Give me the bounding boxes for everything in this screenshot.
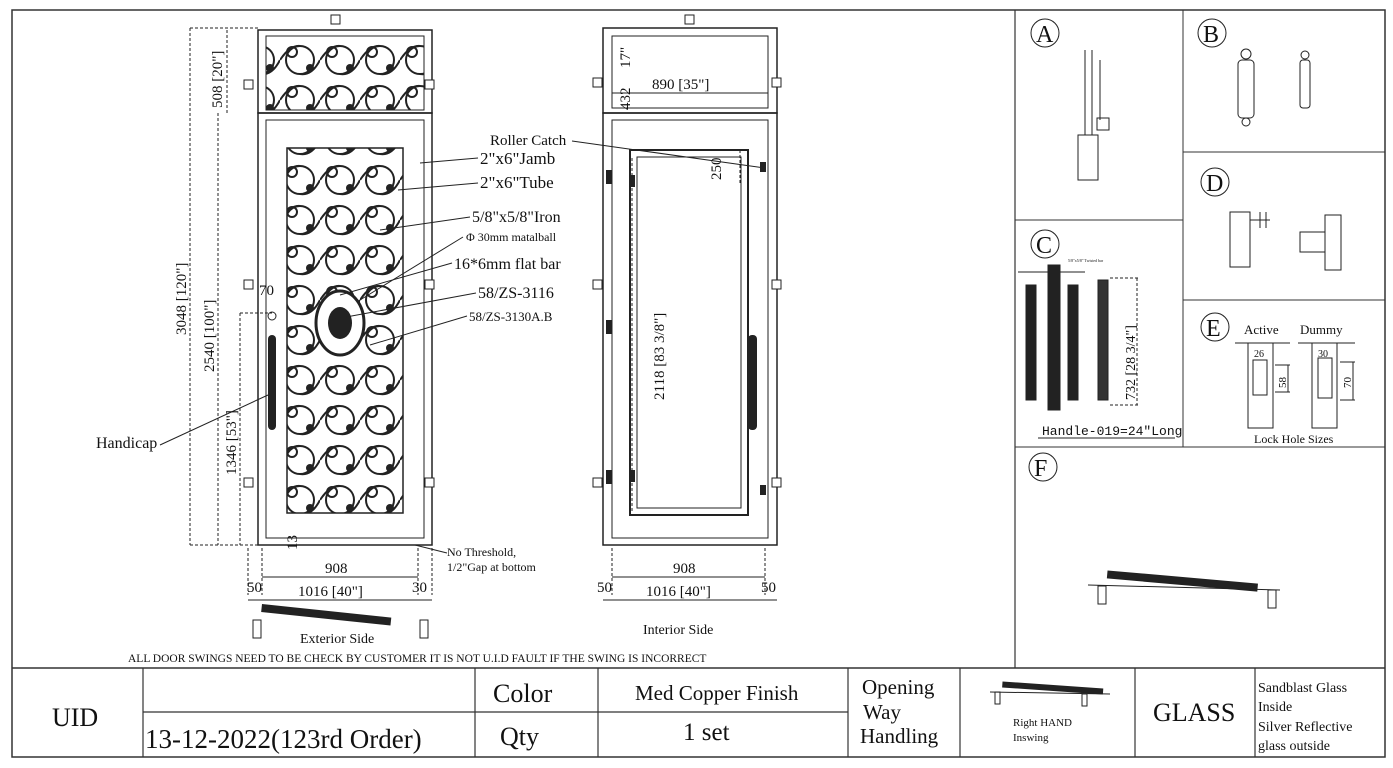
detail-b-label: B (1203, 22, 1219, 48)
detail-c-handle (1018, 264, 1175, 439)
color-label: Color (493, 679, 553, 708)
detail-c-caption: Handle-019=24"Long (1042, 424, 1182, 439)
detail-a-label: A (1036, 22, 1054, 48)
detail-e-active-top: 26 (1254, 349, 1264, 360)
dim-left-margin-interior: 50 (597, 580, 612, 596)
color-value: Med Copper Finish (635, 681, 799, 705)
callout-iron: 5/8"x5/8"Iron (472, 209, 561, 226)
opening-label-1: Opening (862, 675, 935, 699)
swing-icon (989, 681, 1111, 707)
callout-flat-bar: 16*6mm flat bar (454, 256, 561, 273)
detail-e-dummy-dim: 70 (1342, 377, 1354, 389)
dim-right-margin-interior: 50 (761, 580, 776, 596)
dim-outer-width-interior: 1016 [40"] (646, 584, 711, 600)
callout-roller-catch: Roller Catch (490, 133, 567, 149)
detail-f-swing (1087, 570, 1281, 609)
dim-transom-height: 432 (618, 88, 634, 111)
glass-label: GLASS (1153, 698, 1235, 727)
dim-door-height: 2540 [100"] (202, 300, 218, 372)
exterior-caption: Exterior Side (300, 632, 374, 647)
interior-door-view (571, 14, 782, 601)
swing-warning: ALL DOOR SWINGS NEED TO BE CHECK BY CUST… (128, 653, 706, 665)
dim-outer-width: 1016 [40"] (298, 584, 363, 600)
callout-handicap: Handicap (96, 435, 157, 452)
detail-c-dim: 732 [28 3/4"] (1124, 325, 1139, 400)
detail-e-lock-holes (1235, 342, 1355, 429)
callout-jamb: 2"x6"Jamb (480, 149, 555, 168)
detail-e-dummy-top: 30 (1318, 349, 1328, 360)
detail-e-caption: Lock Hole Sizes (1254, 432, 1334, 446)
company-name: UID (52, 703, 98, 732)
swing-hand: Right HAND (1013, 717, 1072, 729)
detail-d-label: D (1206, 171, 1223, 197)
glass-spec-2: Inside (1258, 700, 1292, 715)
detail-c-label: C (1036, 233, 1052, 259)
dim-right-margin: 30 (412, 580, 427, 596)
detail-labels: A B C D E F (1028, 18, 1230, 482)
dim-catch-height: 250 (709, 158, 725, 181)
dim-glass-height: 2118 [83 3/8"] (652, 313, 668, 400)
detail-e-dummy: Dummy (1300, 322, 1343, 337)
dim-transom-height-in: 17" (618, 47, 634, 68)
dim-transom-height: 508 [20"] (210, 51, 226, 108)
detail-c-note: 5/8"x5/8" Twisted bar (1068, 258, 1104, 263)
dim-inner-width: 908 (325, 561, 348, 577)
dim-left-margin: 50 (247, 580, 262, 596)
dim-transom-width: 890 [35"] (652, 77, 709, 93)
opening-label-3: Handling (860, 724, 939, 748)
callout-zs3130: 58/ZS-3130A.B (469, 309, 553, 324)
detail-f-label: F (1034, 456, 1047, 482)
callout-tube: 2"x6"Tube (480, 173, 554, 192)
callout-metalball: Φ 30mm matalball (466, 230, 557, 244)
swing-direction: Inswing (1013, 732, 1049, 744)
dim-handle-offset: 70 (259, 283, 274, 299)
exterior-door-view (159, 14, 479, 639)
opening-label-2: Way (863, 700, 901, 724)
glass-spec-3: Silver Reflective (1258, 720, 1352, 735)
glass-spec-1: Sandblast Glass (1258, 681, 1347, 696)
dim-handle-height: 1346 [53"] (224, 410, 240, 475)
order-number: 13-12-2022(123rd Order) (145, 724, 422, 754)
callout-zs3116: 58/ZS-3116 (478, 285, 554, 302)
title-block-grid (142, 668, 1256, 757)
interior-caption: Interior Side (643, 623, 713, 638)
threshold-note-1: No Threshold, (447, 545, 516, 559)
dim-total-height: 3048 [120"] (174, 263, 190, 335)
qty-value: 1 set (683, 719, 730, 746)
detail-d-drawing (1229, 211, 1342, 271)
detail-e-active: Active (1244, 322, 1279, 337)
detail-e-active-dim: 58 (1277, 377, 1289, 389)
detail-a-drawing (1077, 50, 1110, 181)
detail-b-hinge (1237, 48, 1311, 127)
threshold-note-2: 1/2"Gap at bottom (447, 560, 537, 574)
glass-spec-4: glass outside (1258, 739, 1330, 754)
qty-label: Qty (500, 722, 539, 751)
dim-gap: 13 (285, 535, 301, 550)
sheet-border (11, 9, 1386, 758)
dim-inner-width-interior: 908 (673, 561, 696, 577)
detail-e-label: E (1206, 316, 1221, 342)
